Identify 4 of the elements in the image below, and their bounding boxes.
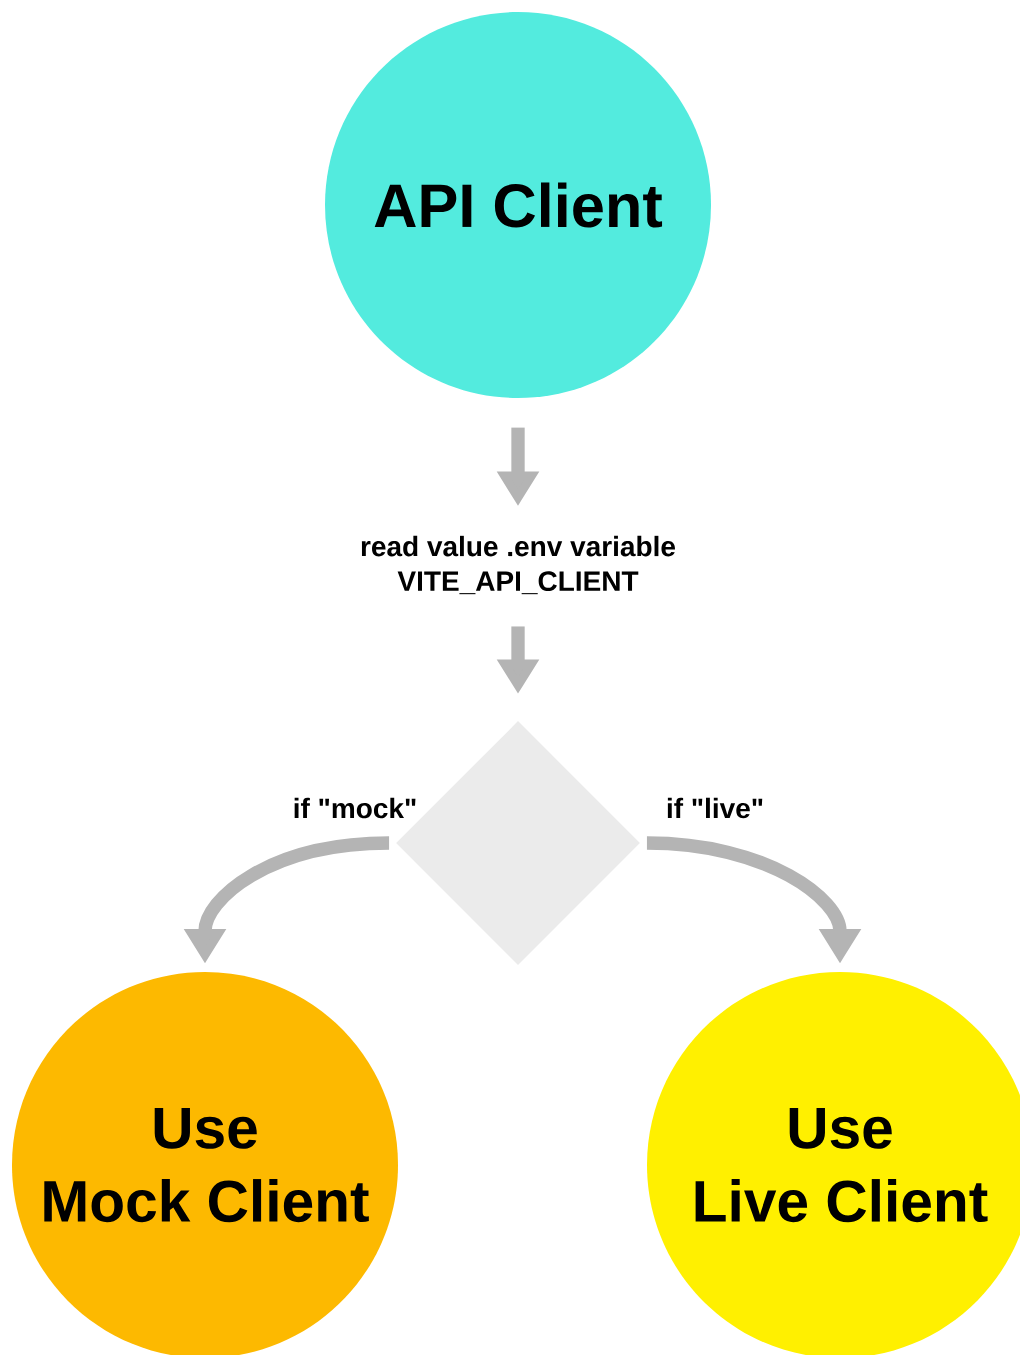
edge-label: if "mock"	[294, 797, 416, 819]
annotation-text: read value .env variable VITE_API_CLIENT	[361, 535, 675, 595]
circle-node: API Client	[325, 12, 711, 398]
edge-label: if "live"	[667, 797, 763, 819]
